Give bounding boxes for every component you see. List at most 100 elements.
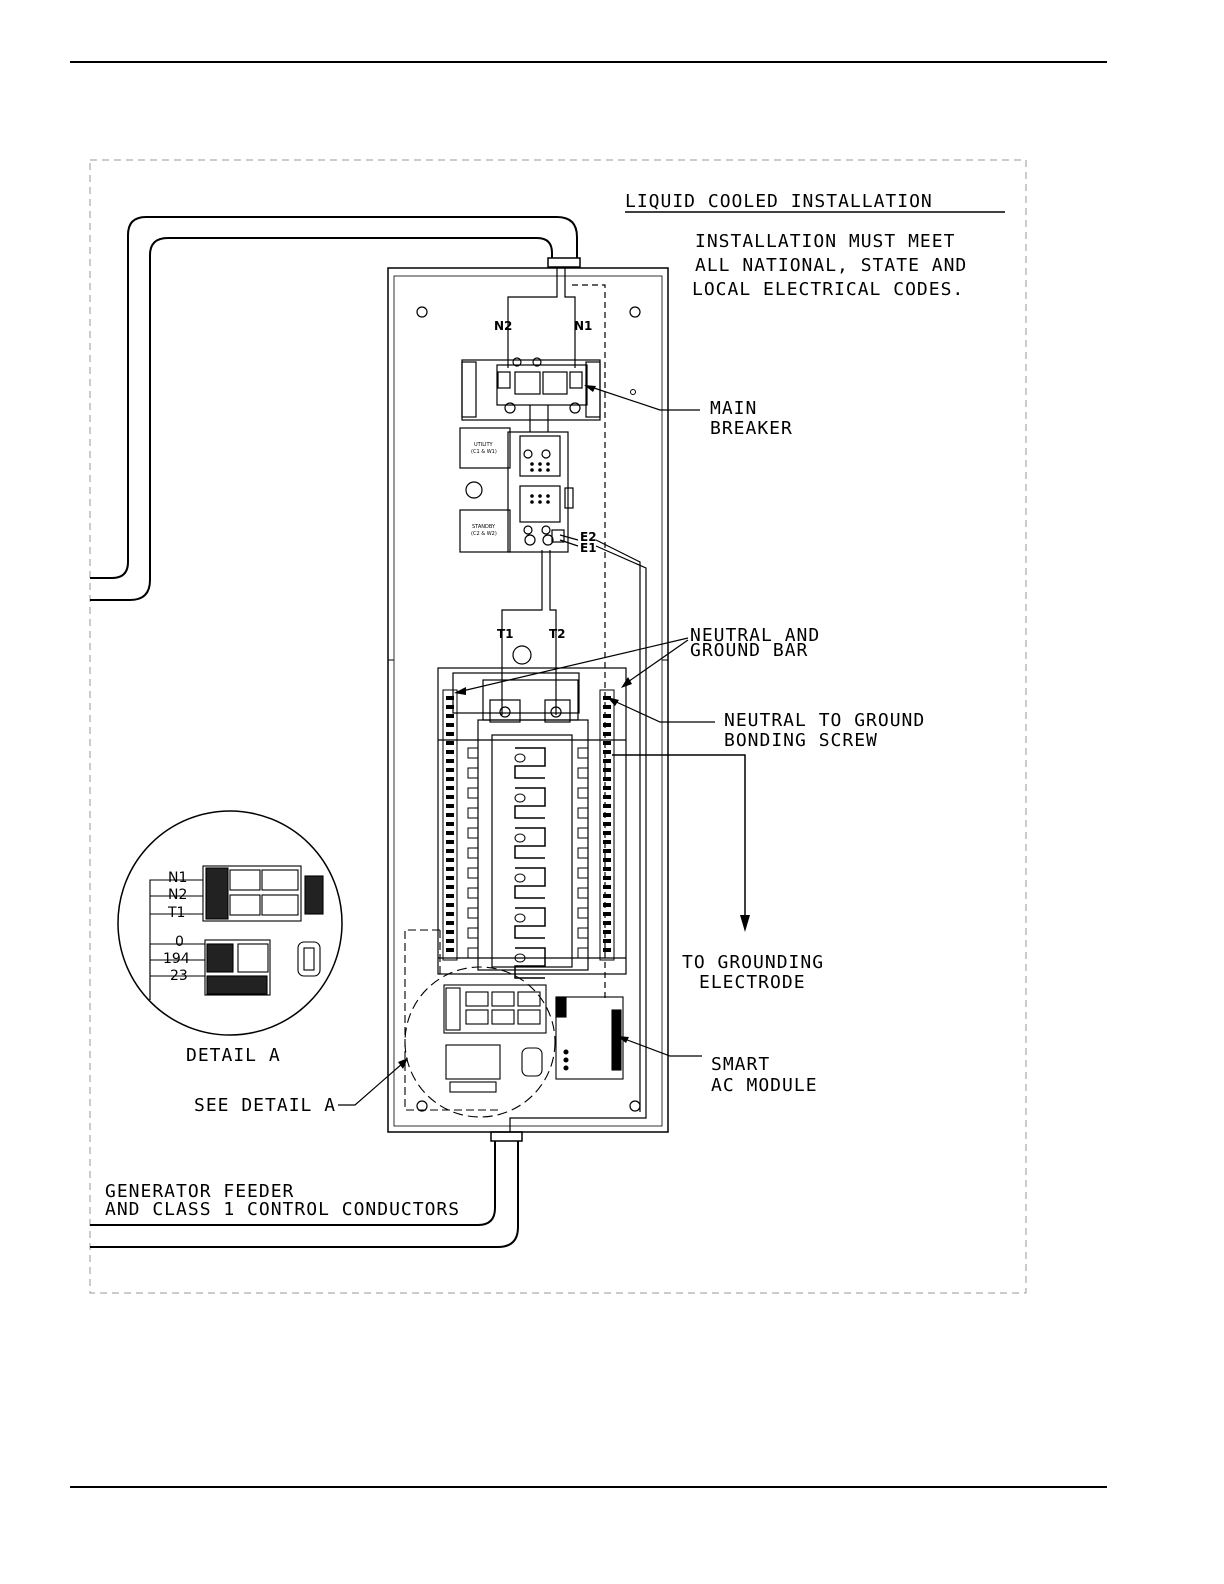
bar-terminal [603, 894, 611, 898]
smart-ac-module-label-2: AC MODULE [711, 1075, 818, 1096]
bus-stab [514, 867, 546, 899]
grounding-electrode-label-2: ELECTRODE [699, 972, 806, 993]
neutral-ground-bars [442, 689, 615, 961]
bar-terminal [446, 840, 454, 844]
see-detail-arrowhead [398, 1058, 408, 1069]
neutral-bar-arrow-right [621, 677, 632, 688]
bar-terminal [603, 912, 611, 916]
breaker-handle [467, 767, 479, 779]
bar-terminal [446, 813, 454, 817]
bar-terminal [446, 912, 454, 916]
neutral-bar-arrow-left [454, 687, 466, 695]
bar-terminal [603, 849, 611, 853]
service-conductors [507, 267, 606, 1000]
bar-terminal [603, 858, 611, 862]
bonding-screw-arrowhead [607, 697, 619, 706]
bar-terminal [446, 777, 454, 781]
smart-ac-module-label-1: SMART [711, 1054, 770, 1075]
bar-terminal [603, 867, 611, 871]
neutral-ground-bar-label-1: NEUTRAL AND [690, 625, 820, 646]
bar-terminal [446, 921, 454, 925]
branch-breakers [467, 747, 589, 979]
detail-label-194: 194 [163, 951, 190, 967]
bar-terminal [446, 759, 454, 763]
bar-terminal [446, 858, 454, 862]
terminal-t2: T2 [549, 627, 566, 641]
breaker-handle [467, 847, 479, 859]
see-detail-label: SEE DETAIL A [194, 1095, 336, 1116]
breaker-handle [577, 947, 589, 959]
standby-contactor-sublabel: (C2 & W2) [471, 531, 497, 537]
bar-terminal [603, 921, 611, 925]
utility-contactor-label: UTILITY [474, 442, 494, 448]
bar-terminal [603, 723, 611, 727]
standby-contactor-label: STANDBY [472, 524, 496, 530]
load-center [437, 645, 627, 975]
bar-terminal [603, 930, 611, 934]
detail-a-circle [117, 810, 343, 1036]
bus-stab [514, 907, 546, 939]
see-detail-leader [338, 1062, 404, 1106]
detail-label-0: 0 [175, 934, 184, 950]
terminal-t1: T1 [497, 627, 514, 641]
bus-connector [514, 913, 526, 923]
neutral-ground-bar-leaders [457, 637, 689, 693]
bar-terminal [446, 804, 454, 808]
bus-connector [514, 833, 526, 843]
grounding-electrode-conductor [612, 754, 746, 920]
bar-terminal [446, 795, 454, 799]
main-breaker-leader [587, 385, 700, 411]
breaker-handle [577, 827, 589, 839]
lower-compartment [404, 929, 556, 1118]
bar-terminal [446, 948, 454, 952]
bar-terminal [603, 759, 611, 763]
bar-terminal [603, 777, 611, 781]
bar-terminal [603, 705, 611, 709]
neutral-ground-bar-label-2: GROUND BAR [690, 640, 808, 661]
bar-terminal [603, 714, 611, 718]
bar-terminal [446, 822, 454, 826]
main-breaker [461, 357, 601, 432]
bar-terminal [603, 804, 611, 808]
bar-terminal [603, 831, 611, 835]
note-line-1: INSTALLATION MUST MEET [695, 231, 955, 252]
bar-terminal [603, 732, 611, 736]
breaker-handle [467, 947, 479, 959]
bar-terminal [446, 741, 454, 745]
neutral-bar-right [599, 689, 615, 961]
bus-connector [514, 753, 526, 763]
bottom-rule [70, 1486, 1107, 1488]
bar-terminal [603, 876, 611, 880]
breaker-handle [467, 887, 479, 899]
utility-contactor-sublabel: (C1 & W1) [471, 449, 497, 455]
note-line-2: ALL NATIONAL, STATE AND [695, 255, 967, 276]
utility-conduit [90, 216, 581, 601]
detail-label-t1: T1 [167, 905, 185, 921]
detail-a-caption: DETAIL A [186, 1045, 281, 1066]
breaker-handle [577, 767, 589, 779]
bar-terminal [446, 849, 454, 853]
detail-label-23: 23 [170, 968, 188, 984]
breaker-handle [577, 927, 589, 939]
grounding-electrode-arrowhead [740, 915, 750, 932]
detail-label-n1: N1 [168, 870, 187, 886]
top-rule [70, 61, 1107, 63]
bar-terminal [603, 840, 611, 844]
bonding-screw-label-1: NEUTRAL TO GROUND [724, 710, 925, 731]
bus-connector [514, 953, 526, 963]
terminal-n2: N2 [494, 319, 512, 333]
note-line-3: LOCAL ELECTRICAL CODES. [692, 279, 964, 300]
neutral-bar-left [442, 689, 458, 961]
bar-terminal [446, 831, 454, 835]
bar-terminal [446, 930, 454, 934]
bar-terminal [603, 939, 611, 943]
breaker-handle [467, 747, 479, 759]
bar-terminal [446, 786, 454, 790]
bar-terminal [603, 768, 611, 772]
breaker-handle [577, 787, 589, 799]
breaker-handle [467, 807, 479, 819]
breaker-handle [467, 827, 479, 839]
bar-terminal [446, 894, 454, 898]
bus-stab [514, 747, 546, 779]
